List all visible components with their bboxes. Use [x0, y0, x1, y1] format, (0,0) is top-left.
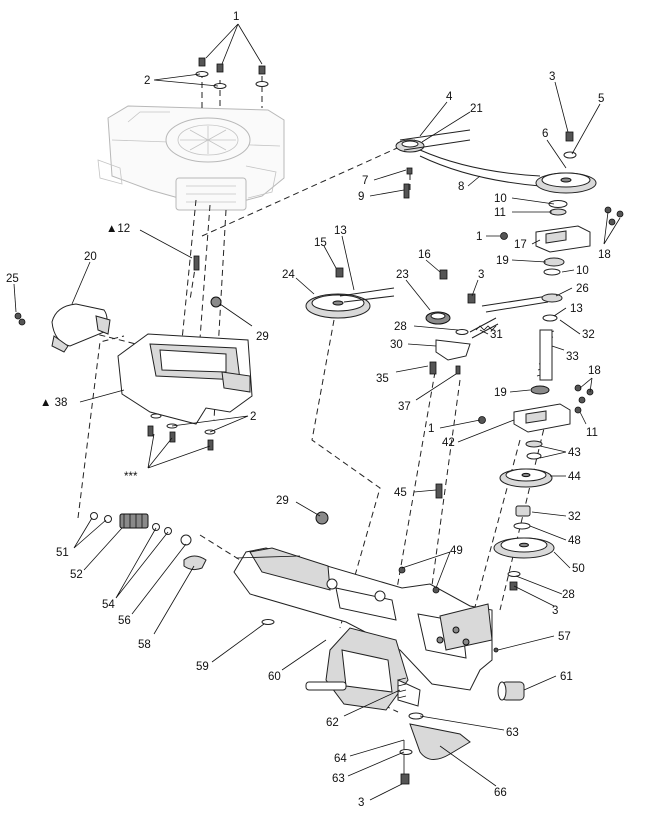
callout-stars: ***	[124, 471, 138, 483]
engine-ghost	[97, 105, 285, 211]
pulley-26	[467, 293, 563, 322]
callout-54: 54	[102, 599, 115, 611]
callout-50: 50	[572, 563, 585, 575]
callout-28-b: 28	[562, 589, 575, 601]
callout-16: 16	[418, 249, 431, 261]
callout-13-a: 13	[334, 225, 347, 237]
callout-56: 56	[118, 615, 131, 627]
callout-1-b: 1	[476, 231, 482, 243]
callout-19-b: 19	[494, 387, 507, 399]
callout-31: 31	[490, 329, 503, 341]
callout-15: 15	[314, 237, 327, 249]
callout-45: 45	[394, 487, 407, 499]
callout-6: 6	[542, 128, 548, 140]
callout-43: 43	[568, 447, 581, 459]
callout-26: 26	[576, 283, 589, 295]
callout-18-a: 18	[598, 249, 611, 261]
callout-38: ▲ 38	[40, 397, 67, 409]
callout-35: 35	[376, 373, 389, 385]
callout-20: 20	[84, 251, 97, 263]
idler-pulley-21	[395, 129, 541, 199]
callout-62: 62	[326, 717, 339, 729]
callout-52: 52	[70, 569, 83, 581]
callout-7: 7	[362, 175, 368, 187]
callout-labels: 1 2 3 5 4 21 6 7 8 9 10 11 1 17 18 ▲12 1…	[6, 11, 611, 809]
callout-3-d: 3	[358, 797, 364, 809]
callout-63-a: 63	[506, 727, 519, 739]
callout-8: 8	[458, 181, 464, 193]
callout-30: 30	[390, 339, 403, 351]
lower-bracket-42	[478, 384, 594, 460]
callout-64: 64	[334, 753, 347, 765]
main-frame-60	[233, 511, 493, 691]
callout-61: 61	[560, 671, 573, 683]
callout-28-a: 28	[394, 321, 407, 333]
callout-58: 58	[138, 639, 151, 651]
pulley-50	[493, 537, 555, 591]
callout-66: 66	[494, 787, 507, 799]
callout-12: ▲12	[106, 223, 130, 235]
callout-29-a: 29	[256, 331, 269, 343]
screw-12	[193, 255, 200, 271]
callout-5: 5	[598, 93, 604, 105]
callout-17: 17	[514, 239, 527, 251]
callout-60: 60	[268, 671, 281, 683]
callout-23: 23	[396, 269, 409, 281]
callout-3-b: 3	[478, 269, 484, 281]
callout-25: 25	[6, 273, 19, 285]
callout-21: 21	[470, 103, 483, 115]
callout-49: 49	[450, 545, 463, 557]
callout-18-b: 18	[588, 365, 601, 377]
callout-33: 33	[566, 351, 579, 363]
callout-11-b: 11	[586, 427, 598, 439]
callout-11-a: 11	[494, 207, 506, 219]
callout-24: 24	[282, 269, 295, 281]
pulley-6	[535, 131, 597, 216]
callout-29-b: 29	[276, 495, 289, 507]
callout-32-a: 32	[582, 329, 595, 341]
leader-lines	[13, 23, 621, 801]
callout-3-a: 3	[549, 71, 555, 83]
stud-45	[435, 483, 443, 499]
left-shaft-parts	[90, 512, 207, 571]
callout-1-c: 1	[428, 423, 434, 435]
callout-9: 9	[358, 191, 364, 203]
callout-2-b: 2	[250, 411, 256, 423]
callout-37: 37	[398, 401, 411, 413]
belt-guard-20	[14, 303, 111, 353]
callout-1-top: 1	[233, 11, 239, 23]
callout-19-a: 19	[496, 255, 509, 267]
callout-2-top: 2	[144, 75, 150, 87]
pulley-24	[305, 267, 395, 319]
callout-59: 59	[196, 661, 209, 673]
callout-63-b: 63	[332, 773, 345, 785]
callout-48: 48	[568, 535, 581, 547]
callout-4: 4	[446, 91, 453, 103]
callout-44: 44	[568, 471, 581, 483]
callout-57: 57	[558, 631, 571, 643]
pulley-44	[499, 468, 553, 530]
gearbox	[305, 627, 421, 711]
idler-assembly-23	[425, 269, 499, 375]
engine-mount-bolts	[195, 57, 269, 89]
engine-mount-38	[117, 296, 253, 451]
callout-51: 51	[56, 547, 69, 559]
callout-32-b: 32	[568, 511, 581, 523]
upper-bracket-17	[500, 206, 624, 276]
callout-13-b: 13	[570, 303, 583, 315]
callout-10-b: 10	[576, 265, 589, 277]
spring-33	[530, 329, 555, 395]
callout-42: 42	[442, 437, 455, 449]
callout-3-c: 3	[552, 605, 558, 617]
callout-10-a: 10	[494, 193, 507, 205]
